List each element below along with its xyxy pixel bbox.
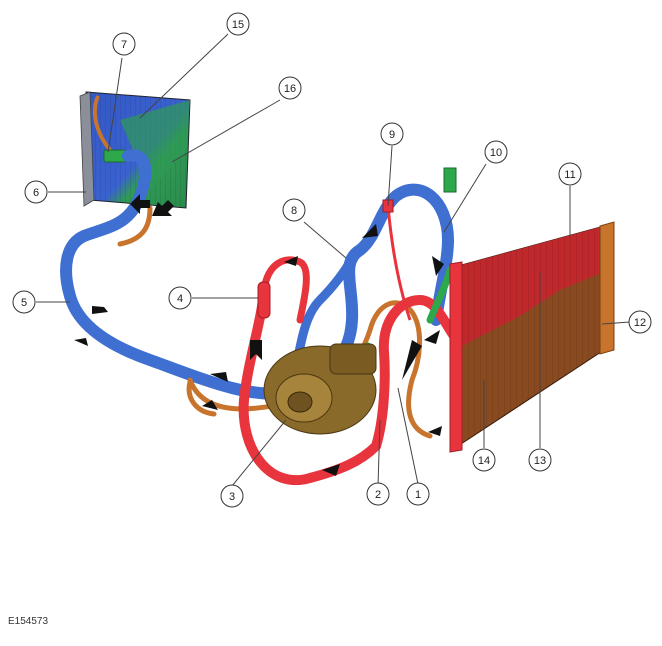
- callout-2: 2: [366, 482, 390, 506]
- callout-label: 10: [490, 147, 502, 159]
- callout-15: 15: [226, 12, 250, 36]
- flow-arrow: [428, 426, 442, 436]
- callout-label: 4: [177, 293, 183, 305]
- callout-label: 3: [229, 491, 235, 503]
- callout-label: 12: [634, 317, 646, 329]
- callout-6: 6: [24, 180, 48, 204]
- callout-label: 2: [375, 489, 381, 501]
- callout-label: 11: [564, 169, 575, 181]
- callout-label: 5: [21, 297, 27, 309]
- muffler: [257, 281, 271, 319]
- callout-label: 1: [415, 489, 421, 501]
- callout-14: 14: [472, 448, 496, 472]
- pressure-line-thin: [386, 205, 412, 321]
- flow-arrow: [152, 200, 174, 216]
- callout-label: 16: [284, 83, 296, 95]
- flow-arrow: [402, 340, 422, 380]
- flow-arrow: [424, 330, 440, 344]
- callout-8: 8: [282, 198, 306, 222]
- flow-arrow: [362, 224, 378, 238]
- flow-arrow: [130, 194, 150, 214]
- flow-arrow: [432, 256, 444, 276]
- evaporator: [79, 91, 191, 209]
- flow-arrows: [74, 194, 444, 476]
- callout-3: 3: [220, 484, 244, 508]
- callout-10: 10: [484, 140, 508, 164]
- callout-13: 13: [528, 448, 552, 472]
- flow-arrow: [250, 340, 262, 360]
- callout-label: 8: [291, 205, 297, 217]
- callout-1: 1: [406, 482, 430, 506]
- callout-16: 16: [278, 76, 302, 100]
- flow-arrow: [322, 464, 340, 476]
- callout-7: 7: [112, 32, 136, 56]
- callout-label: 14: [478, 455, 490, 467]
- compressor: [263, 343, 377, 435]
- callout-12: 12: [628, 310, 652, 334]
- callout-label: 6: [33, 187, 39, 199]
- callout-11: 11: [558, 162, 582, 186]
- service-port-high: [443, 167, 457, 193]
- leader-lines: [36, 33, 631, 487]
- flow-arrow: [92, 306, 108, 314]
- callout-5: 5: [12, 290, 36, 314]
- flow-arrow: [74, 338, 88, 346]
- callout-4: 4: [168, 286, 192, 310]
- callout-label: 7: [121, 39, 127, 51]
- condenser: [449, 221, 615, 453]
- flow-arrow: [210, 372, 228, 382]
- callout-9: 9: [380, 122, 404, 146]
- flow-arrow: [202, 400, 218, 410]
- flow-arrow: [284, 256, 298, 266]
- callout-label: 9: [389, 129, 395, 141]
- callout-label: 13: [534, 455, 546, 467]
- callout-label: 15: [232, 19, 244, 31]
- figure-id: E154573: [8, 616, 49, 627]
- callouts: 1 2 3 4 5 6 7 8 9 10 11 12 13 14 15 16: [12, 12, 652, 508]
- discharge-line: [238, 285, 459, 485]
